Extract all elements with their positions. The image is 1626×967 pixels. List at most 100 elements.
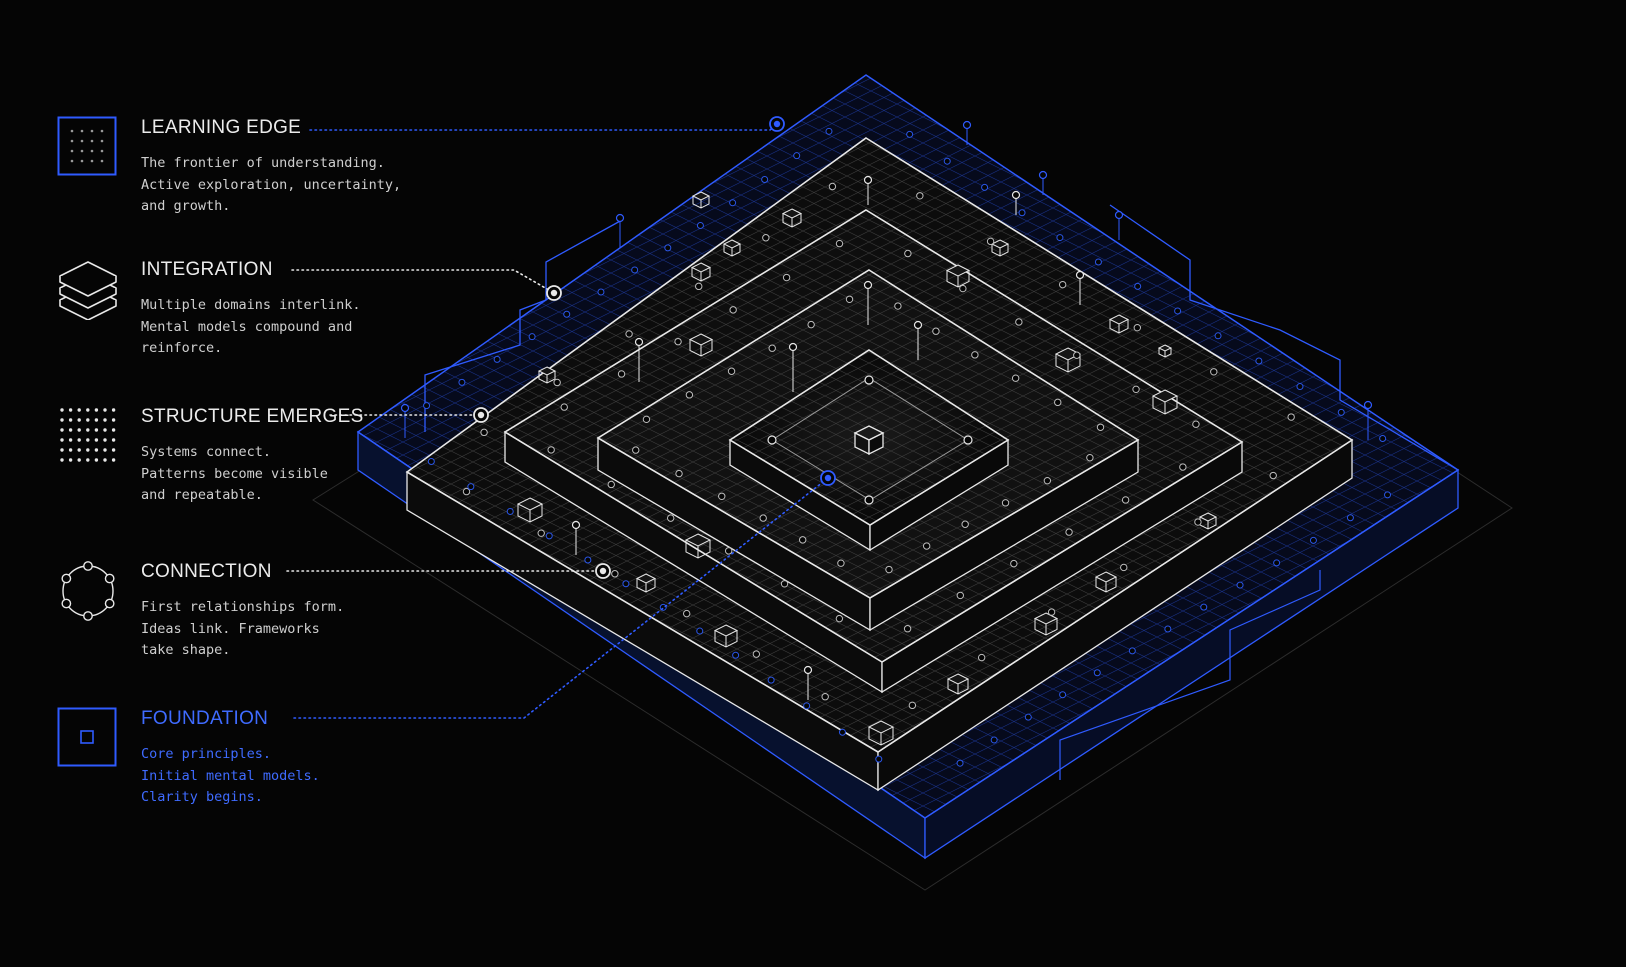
legend-line: Patterns become visible [141,465,328,482]
legend-line: Multiple domains interlink. [141,297,361,313]
grid-dot [100,149,104,153]
learning-edge-step-right [1109,204,1459,471]
connector-node [727,367,736,375]
grid-dot [111,448,116,452]
grid-dot [60,438,64,442]
marker-learning-edge-dot [773,120,781,128]
connector-node [625,330,633,338]
blue-connector-node [875,755,883,763]
node-pin-head [400,403,410,413]
connector-node [1287,413,1295,421]
blue-connector-node [1296,383,1304,391]
core-cube-right [868,431,884,456]
grid-dot [111,418,116,422]
legend-description: First relationships form. Ideas link. Fr… [141,597,344,662]
ring-node [104,573,115,584]
blue-connector-node [761,176,769,184]
grid-dot [100,139,104,143]
grid-square-icon [57,116,117,176]
connector-node [1058,280,1067,289]
blue-connector-node [943,157,951,165]
node-pin-head [571,520,581,530]
grid-dot [60,428,64,432]
connector-node [729,306,737,314]
connector-node [1096,423,1105,431]
grid-dot [70,129,74,133]
connector-node [1011,374,1020,382]
connector-node [1132,385,1140,394]
connector-node [971,351,979,359]
grid-dot [103,438,107,442]
grid-dot [86,458,90,462]
legend-title: INTEGRATION [141,259,273,280]
node-pin-head [1038,170,1048,180]
grid-dot [103,428,107,432]
legend-line: Clarity begins. [141,789,263,805]
connector-node [462,487,471,496]
connector-node [1065,528,1073,536]
legend-line: Mental models compound and [141,318,353,335]
blue-connector-node [1093,669,1101,677]
blue-connector-node [1214,332,1222,340]
grid-dot [68,418,73,422]
grid-dot [94,448,99,452]
blue-connector-node [1379,434,1387,442]
connector-node [752,650,761,658]
grid-dot [60,408,64,412]
connection-tier-outline [596,269,1140,599]
legend-description: Core principles. Initial mental models. … [141,744,320,809]
connector-node [480,428,488,437]
connector-node [1073,351,1081,359]
connector-node [762,234,770,242]
blue-connector-node [1309,536,1317,544]
learning-edge-step-left [424,219,623,432]
blue-connector-node [981,183,989,191]
connector-node [759,514,767,522]
connector-node [837,559,845,567]
node-pin-head [913,320,923,330]
marker-foundation-dot [824,474,832,482]
marker-integration-dot [550,289,558,297]
legend-title: FOUNDATION [141,708,269,729]
node-pin-head [863,280,873,290]
ring-node [104,598,115,609]
core-corner-node [864,495,874,505]
blue-connector-node [825,127,833,135]
grid-dot [68,448,73,452]
blue-connector-node [423,402,431,410]
connector-node [782,273,791,282]
foundation-tier-outline [728,349,1010,526]
blue-connector-node [1337,408,1345,416]
grid-dot [60,418,64,422]
connector-node [1015,318,1023,326]
connector-node [916,192,924,200]
grid-dot [94,458,99,462]
grid-dot [77,448,81,452]
dot-grid-icon [60,408,116,462]
blue-connector-node [427,458,435,466]
connector-node [961,520,969,528]
connector-node [932,327,940,335]
grid-dot [90,129,94,133]
blue-connector-node [1056,234,1064,242]
connector-node [718,492,726,500]
blue-connector-node [956,759,964,767]
grid-dot [86,408,90,412]
core-corner-node [767,435,777,445]
grid-dot [111,438,116,442]
node-pin-head [1075,270,1085,280]
connector-node [560,403,568,411]
blue-connector-node [597,288,605,296]
grid-dot [111,408,116,412]
legend-line: Systems connect. [141,444,272,460]
blue-connector-node [1128,647,1136,655]
connector-node [768,344,776,352]
grid-dot [111,428,116,432]
grid-dot [77,418,81,422]
blue-connector-node [1255,357,1263,365]
connector-node [1121,496,1130,504]
connector-node [607,480,615,489]
grid-dot [80,159,84,163]
blue-connector-node [1200,603,1208,611]
